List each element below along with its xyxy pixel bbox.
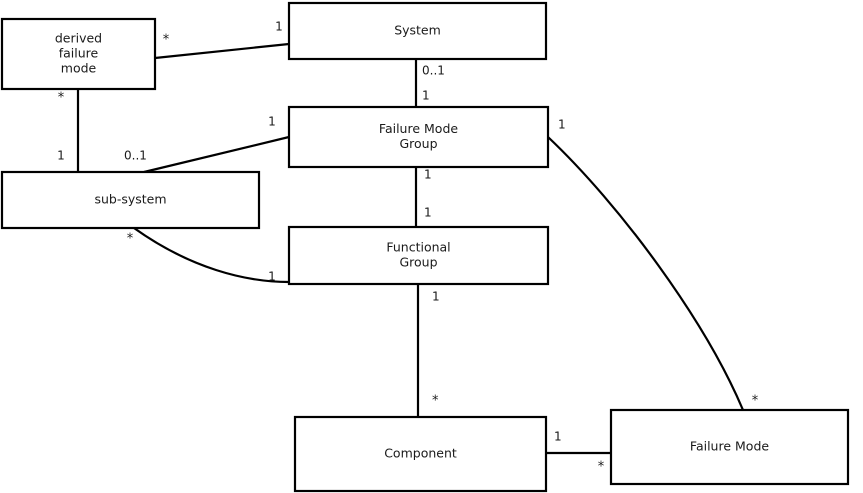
multiplicity-m-subsys-fg-near: * [127, 232, 134, 247]
multiplicity-m-fmg-subsys-near: 1 [268, 115, 276, 129]
multiplicity-m-fmg-system-near: 1 [422, 89, 430, 103]
class-box-component[interactable]: Component [293, 415, 548, 493]
multiplicity-m-fm-fmg-near: * [752, 394, 759, 409]
class-box-rect-derived-failure-mode [0, 17, 157, 91]
multiplicity-m-dfm-system-near: * [163, 33, 170, 48]
class-box-rect-failure-mode-group [287, 105, 550, 169]
class-name-sub-system: sub-system [94, 192, 166, 207]
multiplicity-m-fg-subsys-near: 1 [268, 270, 276, 284]
multiplicity-m-fm-component-near: * [598, 460, 605, 475]
association-failure-mode-group--failure-mode[interactable] [547, 136, 745, 411]
class-name-failure-mode: Failure Mode [690, 439, 769, 454]
class-name-failure-mode-group: Failure Mode [379, 121, 458, 136]
class-box-rect-functional-group [287, 225, 550, 286]
class-name-derived-failure-mode: mode [61, 61, 97, 76]
class-box-sub-system[interactable]: sub-system [0, 170, 261, 230]
class-box-failure-mode[interactable]: Failure Mode [609, 408, 850, 486]
multiplicity-layer: * 1 0..1 1 * 1 0..1 1 1 1 1 * 1 1 * 1 * * [57, 20, 759, 475]
class-box-system[interactable]: System [287, 1, 548, 61]
class-box-rect-failure-mode [609, 408, 850, 486]
multiplicity-m-component-fg-near: * [432, 394, 439, 409]
class-name-functional-group: Group [399, 255, 437, 270]
class-name-functional-group: Functional [386, 240, 450, 255]
class-name-derived-failure-mode: derived [55, 31, 102, 46]
multiplicity-m-component-fm-near: 1 [554, 430, 562, 444]
multiplicity-m-fg-component-near: 1 [432, 290, 440, 304]
multiplicity-m-fmg-fg-near: 1 [424, 168, 432, 182]
association-derived-failure-mode--system[interactable] [154, 42, 290, 60]
multiplicity-m-subsys-dfm-near: 1 [57, 149, 65, 163]
association-sub-system--failure-mode-group[interactable] [143, 135, 290, 174]
multiplicity-m-fg-fmg-near: 1 [424, 206, 432, 220]
multiplicity-m-subsys-fmg-near: 0..1 [124, 149, 147, 163]
class-box-rect-system [287, 1, 548, 61]
multiplicity-m-dfm-subsys-near: * [58, 91, 65, 106]
class-name-derived-failure-mode: failure [59, 46, 99, 61]
class-box-rect-component [293, 415, 548, 493]
class-box-rect-sub-system [0, 170, 261, 230]
association-layer [76, 42, 745, 455]
association-sub-system--functional-group[interactable] [133, 227, 290, 284]
class-name-failure-mode-group: Group [399, 136, 437, 151]
multiplicity-m-fmg-fm-near: 1 [558, 118, 566, 132]
multiplicity-m-system-dfm-near: 1 [275, 20, 283, 34]
class-name-component: Component [384, 446, 457, 461]
class-name-system: System [394, 23, 441, 38]
multiplicity-m-system-fmg-near: 0..1 [422, 64, 445, 78]
